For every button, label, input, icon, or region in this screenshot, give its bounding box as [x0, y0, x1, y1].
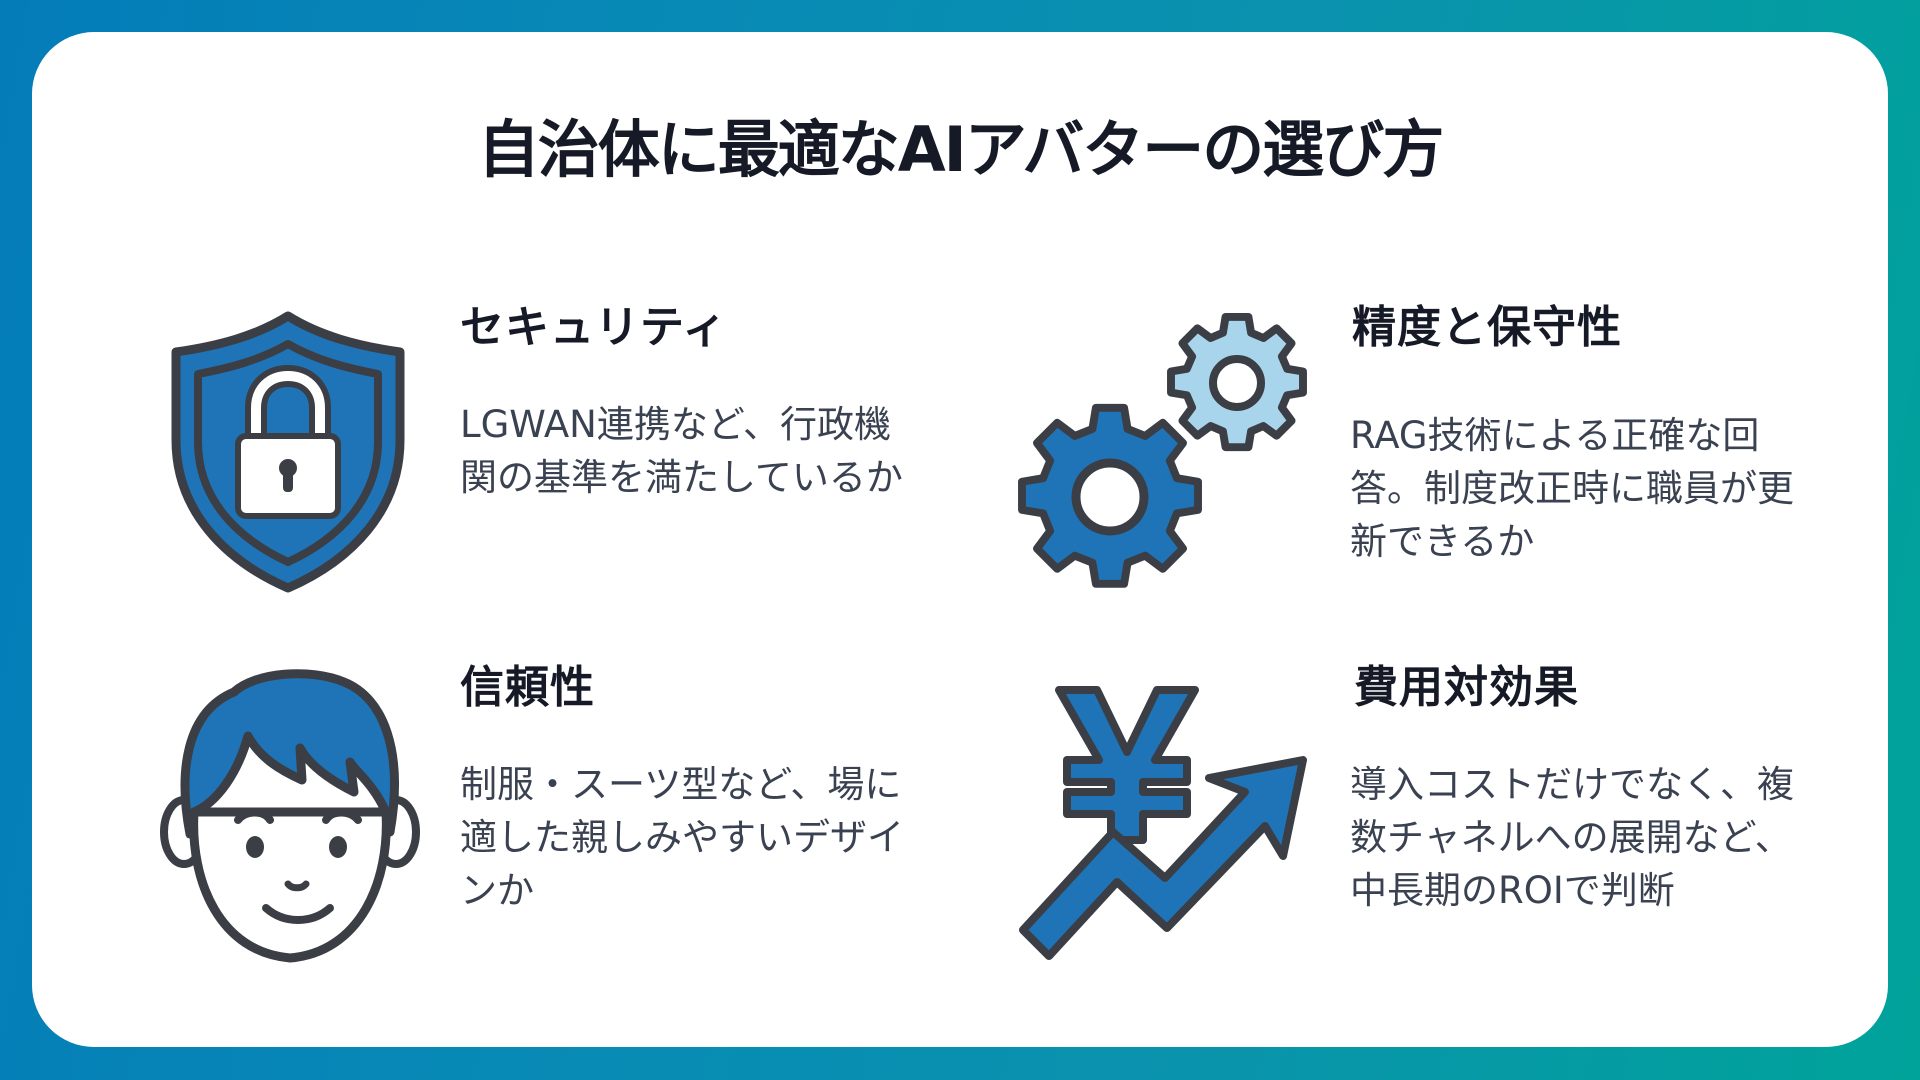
description-line: 新できるか — [1350, 520, 1535, 563]
description-line: 中長期のROIで判断 — [1350, 869, 1675, 912]
description-line: 数チャネルへの展開など、 — [1350, 816, 1792, 859]
feature-heading: セキュリティ — [460, 302, 728, 353]
feature-description: 導入コストだけでなく、複 数チャネルへの展開など、 中長期のROIで判断 — [1350, 758, 1830, 917]
shield-lock-icon — [171, 311, 405, 593]
feature-heading: 費用対効果 — [1354, 662, 1579, 713]
feature-description: 制服・スーツ型など、場に 適した親しみやすいデザイ ンか — [460, 758, 940, 917]
description-line: 適した親しみやすいデザイ — [460, 816, 904, 859]
feature-description: LGWAN連携など、行政機 関の基準を満たしているか — [460, 398, 940, 504]
description-line: 制服・スーツ型など、場に — [460, 763, 902, 806]
feature-heading: 信頼性 — [460, 662, 595, 713]
description-line: ンか — [460, 869, 534, 912]
description-line: 導入コストだけでなく、複 — [1350, 763, 1794, 806]
description-line: RAG技術による正確な回 — [1350, 414, 1760, 457]
gears-icon — [1018, 312, 1307, 588]
description-line: LGWAN連携など、行政機 — [460, 403, 891, 446]
yen-growth-arrow-icon — [1019, 686, 1307, 960]
feature-description: RAG技術による正確な回 答。制度改正時に職員が更 新できるか — [1350, 409, 1830, 568]
description-line: 関の基準を満たしているか — [460, 456, 903, 499]
description-line: 答。制度改正時に職員が更 — [1350, 467, 1794, 510]
page-title: 自治体に最適なAIアバターの選び方 — [477, 113, 1445, 186]
feature-heading: 精度と保守性 — [1352, 302, 1622, 353]
person-face-icon — [160, 669, 420, 963]
